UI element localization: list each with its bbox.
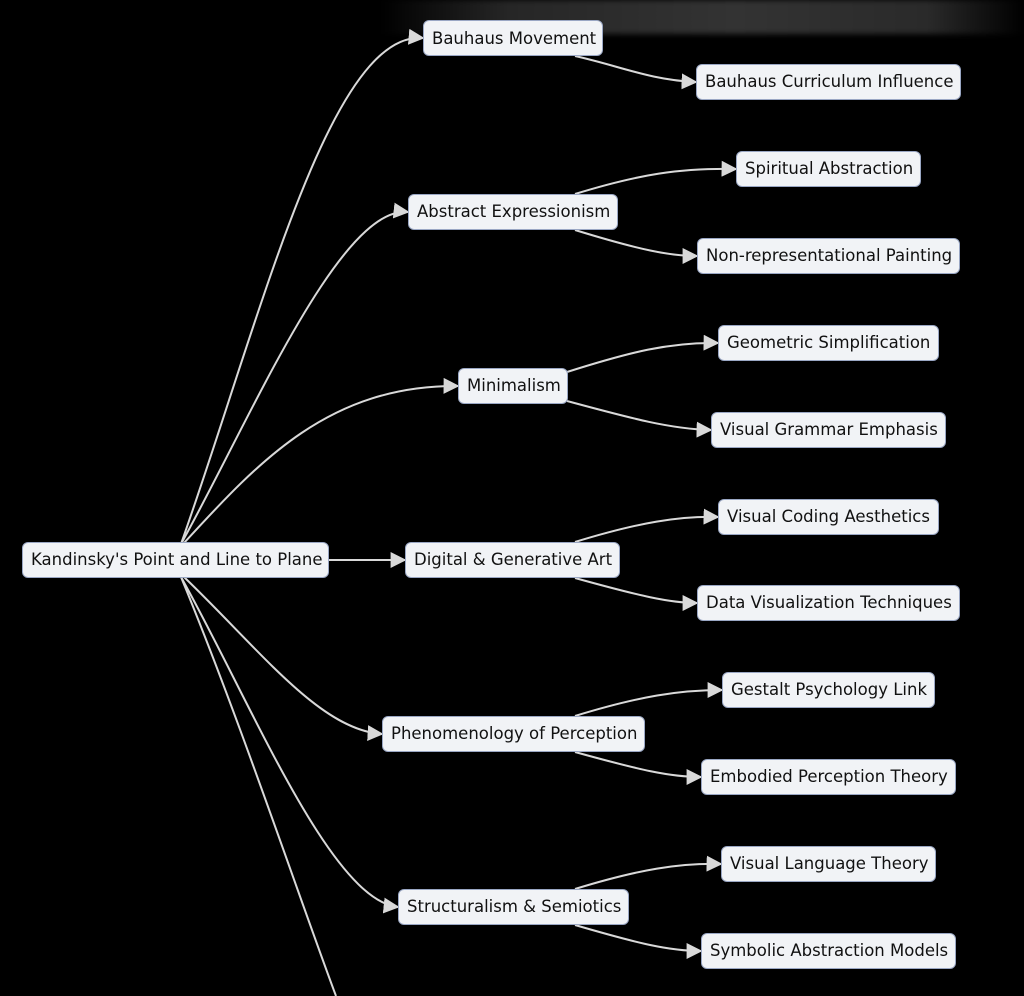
edge-structuralism-language bbox=[574, 855, 723, 890]
edge-digital-dataviz bbox=[574, 577, 699, 611]
leaf-node-spiritual-abstraction[interactable]: Spiritual Abstraction bbox=[736, 151, 921, 187]
leaf-node-gestalt[interactable]: Gestalt Psychology Link bbox=[722, 672, 935, 708]
edge-root-offscreen bbox=[180, 576, 337, 996]
branch-node-minimalism[interactable]: Minimalism bbox=[458, 368, 568, 404]
leaf-node-geometric-simplification[interactable]: Geometric Simplification bbox=[718, 325, 939, 361]
edge-digital-coding bbox=[574, 508, 720, 543]
leaf-node-bauhaus-curriculum[interactable]: Bauhaus Curriculum Influence bbox=[696, 64, 961, 100]
edge-minimalism-geometric bbox=[566, 334, 720, 373]
leaf-node-embodied-perception[interactable]: Embodied Perception Theory bbox=[701, 759, 956, 795]
branch-node-bauhaus[interactable]: Bauhaus Movement bbox=[423, 20, 603, 56]
branch-node-structuralism[interactable]: Structuralism & Semiotics bbox=[398, 889, 629, 925]
edge-root-phenomenology bbox=[183, 576, 384, 742]
edge-bauhaus-curriculum bbox=[574, 55, 698, 90]
edge-phenomenology-gestalt bbox=[574, 682, 724, 717]
edge-abstract-spiritual bbox=[574, 160, 738, 195]
leaf-node-data-visualization[interactable]: Data Visualization Techniques bbox=[697, 585, 960, 621]
leaf-node-visual-language[interactable]: Visual Language Theory bbox=[721, 846, 936, 882]
edge-structuralism-symbolic bbox=[574, 924, 703, 959]
edge-abstract-nonrep bbox=[574, 229, 699, 264]
edge-root-structuralism bbox=[180, 576, 400, 914]
edge-root-bauhaus bbox=[180, 28, 425, 545]
leaf-node-visual-grammar[interactable]: Visual Grammar Emphasis bbox=[711, 412, 946, 448]
leaf-node-symbolic-abstraction[interactable]: Symbolic Abstraction Models bbox=[701, 933, 956, 969]
leaf-node-visual-coding[interactable]: Visual Coding Aesthetics bbox=[718, 499, 939, 535]
edge-minimalism-grammar bbox=[566, 400, 713, 438]
leaf-node-nonrepresentational[interactable]: Non-representational Painting bbox=[697, 238, 960, 274]
root-node[interactable]: Kandinsky's Point and Line to Plane bbox=[22, 542, 329, 578]
branch-node-abstract-expressionism[interactable]: Abstract Expressionism bbox=[408, 194, 618, 230]
edge-root-minimalism bbox=[183, 377, 460, 544]
branch-node-phenomenology[interactable]: Phenomenology of Perception bbox=[382, 716, 645, 752]
edge-phenomenology-embodied bbox=[574, 751, 703, 785]
branch-node-digital-generative[interactable]: Digital & Generative Art bbox=[405, 542, 620, 578]
edge-root-abstract-expressionism bbox=[180, 202, 410, 545]
